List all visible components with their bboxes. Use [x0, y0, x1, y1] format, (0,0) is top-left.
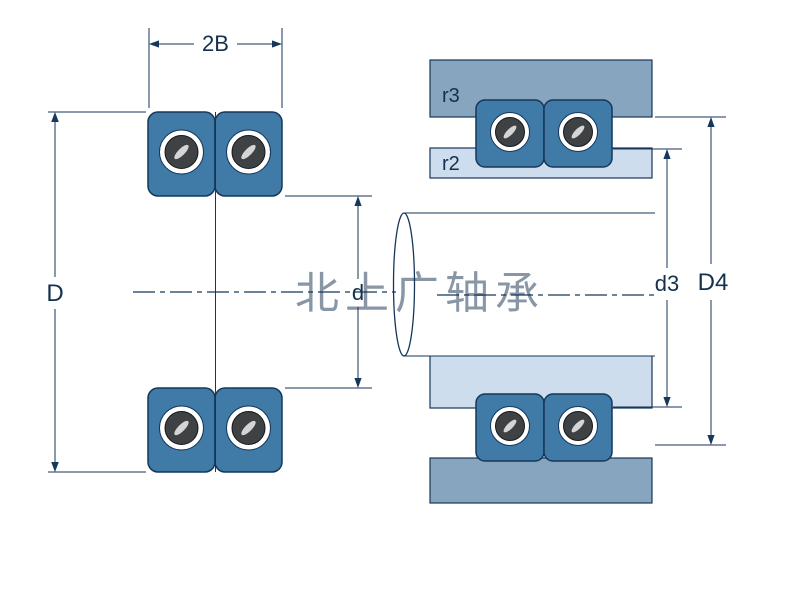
right-mounting-view: r3 r2 d3 D4: [392, 59, 729, 504]
shaft-end-ellipse: [392, 212, 416, 357]
dimension-outer-diameter: D: [46, 111, 146, 473]
bearing-cell: [147, 111, 216, 197]
bearing-cell: [543, 99, 613, 168]
arrowhead-down: [707, 435, 715, 445]
label-bore-diameter: d: [352, 280, 364, 305]
bearing-cell: [214, 387, 283, 473]
bearing-cell: [475, 99, 545, 168]
shaft-body: [404, 213, 655, 356]
arrowhead-left: [149, 40, 159, 48]
dimension-2b: 2B: [148, 28, 283, 108]
bearing-cell: [475, 393, 545, 462]
housing-bottom: [429, 457, 653, 504]
dimension-bore-diameter: d: [285, 195, 372, 389]
arrowhead-right: [272, 40, 282, 48]
arrowhead-down: [354, 378, 362, 388]
bearing-cell: [543, 393, 613, 462]
arrowhead-down: [51, 462, 59, 472]
label-outer-diameter: D: [46, 280, 63, 307]
arrowhead-up: [51, 112, 59, 122]
label-d3: d3: [655, 271, 679, 296]
label-r2: r2: [442, 153, 460, 175]
label-r3: r3: [442, 85, 460, 107]
arrowhead-up: [354, 196, 362, 206]
label-d4: D4: [698, 269, 729, 296]
label-2b: 2B: [202, 31, 229, 56]
watermark: 北上广轴承: [295, 269, 545, 318]
shaft: [392, 212, 655, 357]
bearing-cell: [214, 111, 283, 197]
arrowhead-down: [663, 397, 671, 407]
arrowhead-up: [663, 149, 671, 159]
arrowhead-up: [707, 117, 715, 127]
left-section-view: 2B D d: [46, 28, 396, 473]
bearing-cell: [147, 387, 216, 473]
dimension-d3: d3: [613, 148, 682, 408]
dimension-d4: D4: [655, 116, 729, 446]
